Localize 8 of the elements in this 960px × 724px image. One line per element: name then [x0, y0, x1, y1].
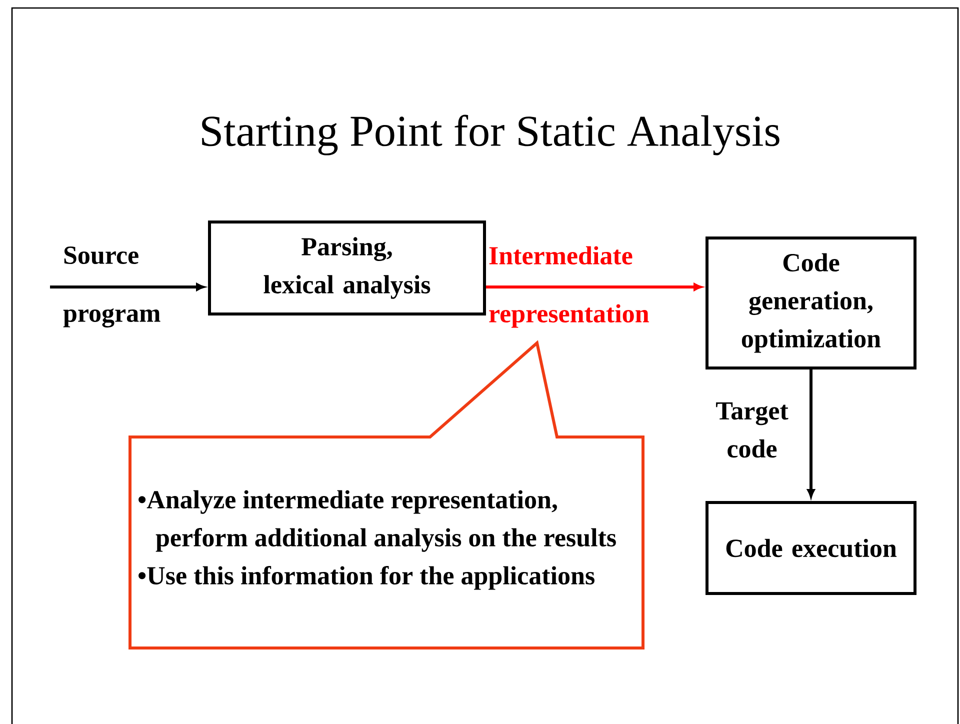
callout-box: •Analyze intermediate representation, perform additional analysis on the results •Use this information for the applications [128, 340, 644, 650]
process-box: Code generation, optimization [706, 236, 916, 370]
edge-label: Source program [63, 246, 160, 328]
edge-label: Target code [716, 402, 788, 458]
title: Starting Point for Static Analysis [202, 114, 780, 156]
process-box: Parsing, lexical analysis [208, 220, 486, 316]
edge-label: Intermediate representation [489, 246, 649, 328]
process-box: Code execution [706, 501, 916, 595]
